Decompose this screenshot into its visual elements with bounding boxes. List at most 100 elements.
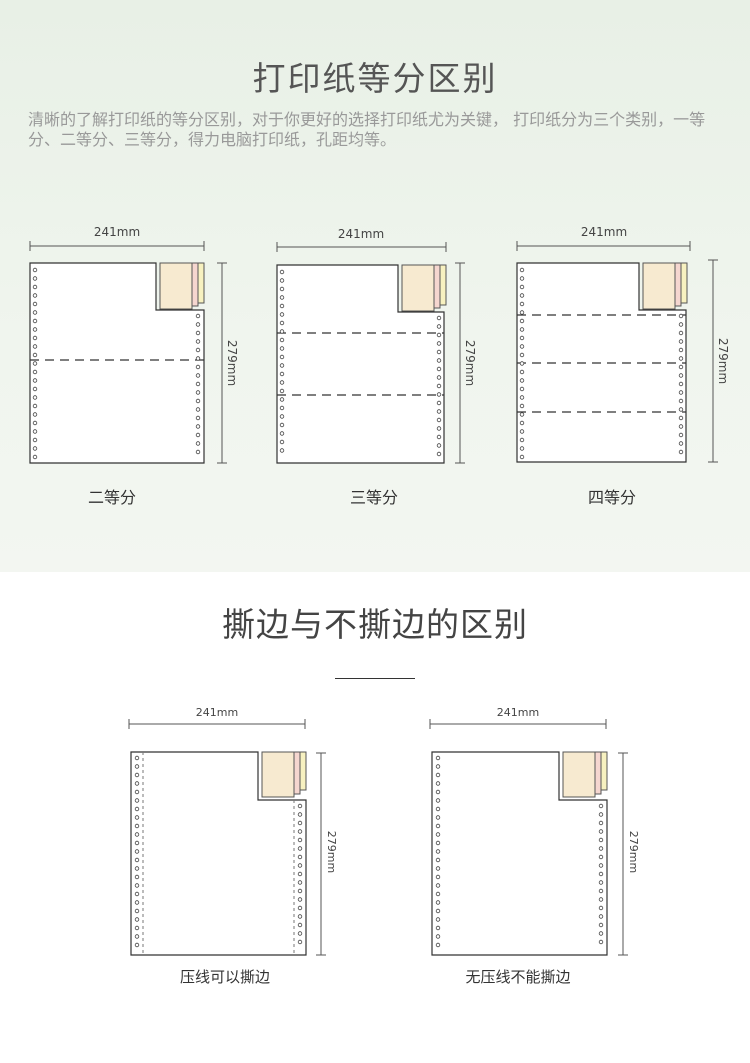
- feed-hole: [297, 880, 303, 885]
- feed-hole: [519, 318, 525, 324]
- feed-hole: [436, 383, 442, 389]
- feed-hole: [598, 914, 604, 919]
- feed-hole: [436, 392, 442, 397]
- feed-hole: [279, 329, 285, 334]
- width-label: 241mm: [497, 706, 539, 719]
- feed-hole: [678, 330, 684, 336]
- feed-hole: [195, 322, 201, 327]
- paper-sheet: [276, 264, 445, 464]
- stacked-sheets: [159, 262, 205, 310]
- feed-hole: [297, 854, 303, 860]
- feed-hole: [297, 820, 303, 826]
- width-dimension: 241mm: [516, 225, 691, 251]
- feed-hole: [134, 934, 140, 939]
- height-dimension: 279mm: [455, 262, 477, 464]
- feed-hole: [435, 849, 441, 854]
- feed-hole: [195, 313, 201, 319]
- feed-hole: [519, 352, 525, 358]
- height-label: 279mm: [716, 338, 730, 384]
- feed-hole: [297, 837, 303, 843]
- feed-hole: [435, 900, 441, 905]
- feed-hole: [32, 267, 38, 273]
- feed-hole: [297, 863, 303, 868]
- feed-holes: [435, 755, 604, 948]
- feed-hole: [279, 286, 285, 292]
- feed-hole: [134, 942, 140, 948]
- feed-hole: [436, 341, 442, 346]
- feed-hole: [32, 293, 38, 298]
- feed-hole: [519, 412, 525, 417]
- feed-holes: [134, 755, 303, 948]
- feed-hole: [279, 337, 285, 343]
- feed-hole: [678, 322, 684, 327]
- feed-hole: [279, 278, 285, 283]
- feed-hole: [435, 789, 441, 795]
- section-description: 清晰的了解打印纸的等分区别，对于你更好的选择打印纸尤为关键， 打印纸分为三个类别…: [28, 110, 706, 149]
- feed-hole: [519, 267, 525, 273]
- feed-hole: [195, 424, 201, 429]
- feed-hole: [297, 897, 303, 902]
- feed-hole: [436, 332, 442, 338]
- feed-hole: [436, 349, 442, 355]
- title-underline: [335, 678, 415, 679]
- feed-hole: [279, 439, 285, 445]
- feed-hole: [297, 888, 303, 894]
- feed-hole: [435, 823, 441, 829]
- feed-hole: [519, 369, 525, 375]
- feed-hole: [519, 344, 525, 349]
- figure-no-tear-line: 241mm 279mm: [429, 706, 640, 956]
- feed-hole: [436, 417, 442, 423]
- paper-sheet: [29, 262, 205, 464]
- figure-two-equal-parts: 241mm 279mm: [29, 225, 239, 464]
- feed-hole: [134, 900, 140, 905]
- feed-hole: [279, 371, 285, 377]
- feed-hole: [598, 880, 604, 885]
- feed-hole: [519, 335, 525, 341]
- feed-hole: [297, 931, 303, 936]
- feed-hole: [195, 373, 201, 378]
- feed-hole: [519, 301, 525, 307]
- feed-hole: [134, 798, 140, 803]
- feed-hole: [598, 854, 604, 860]
- feed-hole: [279, 354, 285, 360]
- feed-hole: [134, 755, 140, 761]
- feed-hole: [32, 344, 38, 349]
- feed-hole: [279, 431, 285, 436]
- feed-hole: [134, 874, 140, 880]
- feed-hole: [435, 874, 441, 880]
- feed-hole: [195, 415, 201, 421]
- feed-hole: [435, 764, 441, 769]
- caption-tear-line: 压线可以撕边: [179, 968, 270, 986]
- height-label: 279mm: [325, 831, 338, 873]
- feed-hole: [519, 361, 525, 366]
- feed-hole: [32, 318, 38, 324]
- feed-hole: [279, 397, 285, 402]
- feed-hole: [678, 313, 684, 319]
- feed-hole: [32, 446, 38, 451]
- section-title-tear-edge: 撕边与不撕边的区别: [222, 605, 528, 644]
- feed-hole: [279, 422, 285, 428]
- feed-hole: [519, 437, 525, 443]
- height-label: 279mm: [627, 831, 640, 873]
- feed-hole: [134, 925, 140, 931]
- feed-hole: [195, 407, 201, 412]
- feed-hole: [678, 432, 684, 438]
- width-dimension: 241mm: [128, 706, 306, 729]
- feed-hole: [279, 295, 285, 300]
- feed-hole: [134, 840, 140, 846]
- paper-sheet: [431, 751, 608, 956]
- height-label: 279mm: [225, 340, 239, 386]
- feed-hole: [279, 380, 285, 385]
- feed-hole: [134, 917, 140, 922]
- feed-hole: [598, 812, 604, 817]
- stacked-sheets: [642, 262, 688, 310]
- feed-hole: [598, 871, 604, 877]
- feed-hole: [297, 939, 303, 945]
- section-tear-edge-background: [0, 572, 750, 1063]
- feed-hole: [435, 781, 441, 786]
- stacked-sheets: [562, 751, 608, 798]
- feed-hole: [279, 363, 285, 368]
- feed-hole: [297, 922, 303, 928]
- feed-hole: [195, 390, 201, 395]
